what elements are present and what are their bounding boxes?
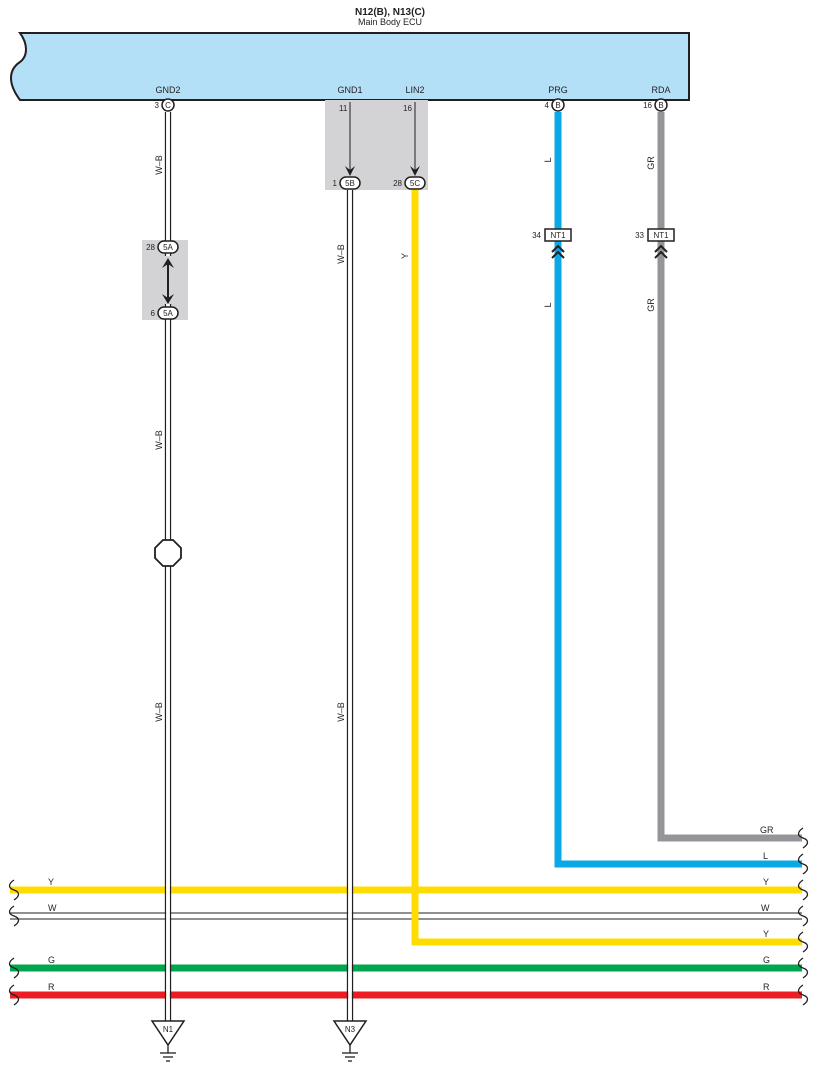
label-bus-g-left: G: [48, 955, 55, 965]
chevron-up-icon: [654, 244, 668, 259]
connector-nt1-prg: NT1: [544, 228, 572, 259]
svg-text:NT1: NT1: [550, 231, 566, 240]
label-bus-l-right: L: [763, 851, 768, 861]
component-name: Main Body ECU: [358, 17, 422, 27]
label-gnd2-wb-3: W–B: [154, 702, 164, 722]
junction-5a-bottom: 5A: [157, 306, 179, 320]
label-gnd1-wb-1: W–B: [336, 244, 346, 264]
ground-n3-label: N3: [345, 1025, 356, 1034]
pin-nt1-rda: 33: [635, 231, 644, 240]
terminal-rda-label: RDA: [651, 85, 670, 95]
label-bus-r-right: R: [763, 982, 770, 992]
connector-prg-b: B: [551, 98, 565, 112]
junction-5b: 5B: [339, 176, 361, 190]
break-marks-right: [797, 827, 809, 1006]
pin-prg: 4: [545, 101, 550, 110]
pin-5a-top: 28: [146, 243, 155, 252]
label-lin2-y: Y: [400, 253, 410, 259]
label-gnd1-wb-2: W–B: [336, 702, 346, 722]
wire-lin2-yellow: [411, 190, 802, 946]
connector-ids-title: N12(B), N13(C): [355, 7, 425, 18]
svg-text:5A: 5A: [163, 243, 173, 252]
label-bus-w-right: W: [761, 903, 770, 913]
label-bus-y-left: Y: [48, 877, 54, 887]
terminal-prg-label: PRG: [548, 85, 568, 95]
label-gnd2-wb-1: W–B: [154, 155, 164, 175]
svg-text:C: C: [165, 101, 171, 110]
break-marks-left: [8, 879, 20, 1006]
label-bus-g-right: G: [763, 955, 770, 965]
label-gnd2-wb-2: W–B: [154, 430, 164, 450]
junction-5a-top: 5A: [157, 240, 179, 254]
wire-prg-blue: [554, 112, 802, 868]
label-bus-y-right: Y: [763, 877, 769, 887]
pin-rda: 16: [643, 101, 652, 110]
connector-gnd2-c: C: [161, 98, 175, 112]
ecu-box: [10, 32, 690, 101]
label-prg-l-1: L: [543, 157, 553, 162]
svg-text:5A: 5A: [163, 309, 173, 318]
svg-text:B: B: [658, 101, 663, 110]
svg-text:B: B: [555, 101, 560, 110]
connector-nt1-rda: NT1: [647, 228, 675, 259]
label-prg-l-2: L: [543, 302, 553, 307]
terminal-gnd2-label: GND2: [155, 85, 180, 95]
pin-gnd1: 11: [339, 104, 348, 113]
label-bus-r-left: R: [48, 982, 55, 992]
junction-5c: 5C: [404, 176, 426, 190]
label-bus-w-left: W: [48, 903, 57, 913]
pin-5c: 28: [393, 179, 402, 188]
ground-n1-icon: [150, 1020, 186, 1062]
svg-text:5B: 5B: [345, 179, 355, 188]
svg-text:5C: 5C: [410, 179, 420, 188]
arrow-gnd1-icon: [345, 166, 355, 176]
svg-text:NT1: NT1: [653, 231, 669, 240]
label-bus-gr-right: GR: [760, 825, 774, 835]
pin-gnd2: 3: [155, 101, 160, 110]
terminal-lin2-label: LIN2: [405, 85, 424, 95]
terminal-gnd1-label: GND1: [337, 85, 362, 95]
bus-wires: [10, 886, 802, 999]
pin-nt1-prg: 34: [532, 231, 541, 240]
pin-5b: 1: [333, 179, 338, 188]
ground-n3-icon: [332, 1020, 368, 1062]
ground-n1-label: N1: [163, 1025, 174, 1034]
splice-octagon-icon: [154, 539, 182, 567]
pin-lin2: 16: [403, 104, 412, 113]
label-rda-gr-2: GR: [646, 298, 656, 312]
splice-area-5b-5c: [325, 100, 428, 190]
wire-rda-gray: [657, 112, 802, 842]
arrow-lin2-icon: [410, 166, 420, 176]
connector-5a-down-icon: [162, 294, 174, 304]
wire-gnd1-wb: [346, 190, 354, 1022]
label-rda-gr-1: GR: [646, 156, 656, 170]
connector-rda-b: B: [654, 98, 668, 112]
chevron-up-icon: [551, 244, 565, 259]
pin-5a-bottom: 6: [151, 309, 156, 318]
label-bus-y2-right: Y: [763, 929, 769, 939]
connector-5a-up-icon: [162, 258, 174, 268]
